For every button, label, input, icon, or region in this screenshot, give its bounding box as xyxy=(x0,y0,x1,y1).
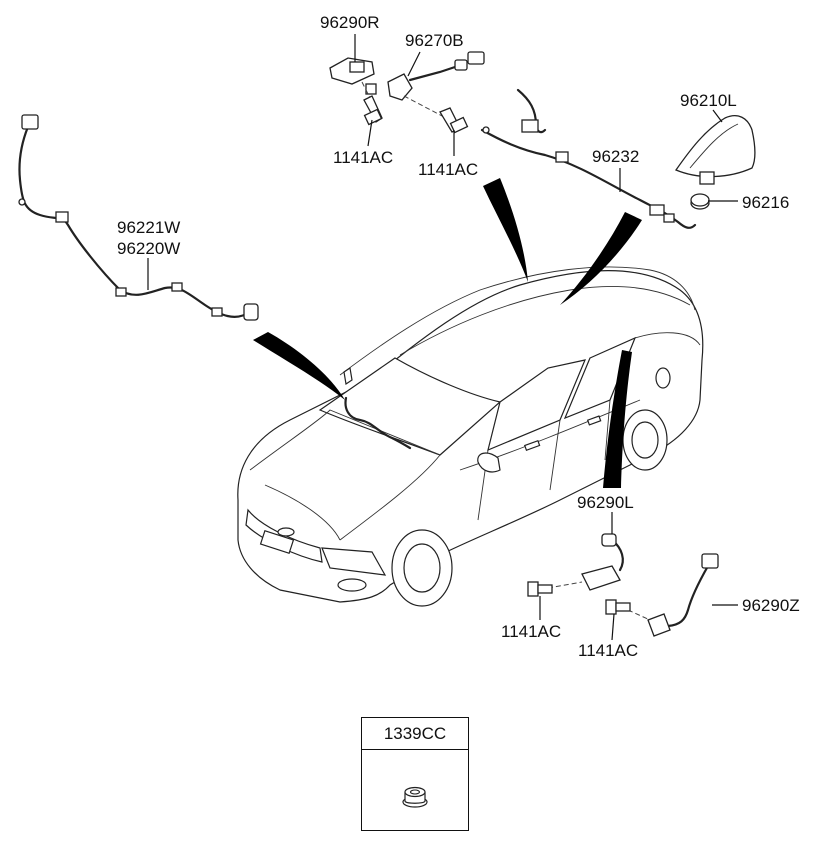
bolt-icon xyxy=(363,95,383,126)
label-96221W: 96221W xyxy=(117,218,180,237)
bolt-icon xyxy=(527,581,553,597)
car-icon xyxy=(237,266,704,607)
cowl-harness xyxy=(344,396,412,450)
pointer-shark-antenna xyxy=(560,212,642,305)
roof-antenna-feeder xyxy=(480,88,697,229)
label-96232: 96232 xyxy=(592,147,639,166)
pointer-roof-feeder xyxy=(483,178,528,282)
bolt-icon xyxy=(439,107,469,134)
camera-bracket-right xyxy=(329,57,377,99)
legend-box: 1339CC xyxy=(361,717,469,831)
label-96290Z: 96290Z xyxy=(742,596,800,615)
camera-harness xyxy=(627,553,719,637)
wiring-harness-icon xyxy=(18,114,259,321)
rear-camera-module xyxy=(547,533,624,591)
shark-fin-antenna-icon xyxy=(675,115,756,185)
label-96220W: 96220W xyxy=(117,239,180,258)
label-1141AC-a: 1141AC xyxy=(333,148,393,167)
label-96270B: 96270B xyxy=(405,31,464,50)
pointer-rear-module xyxy=(603,350,632,488)
label-1141AC-d: 1141AC xyxy=(578,641,638,660)
camera-module xyxy=(387,51,485,119)
label-96210L: 96210L xyxy=(680,91,737,110)
label-1141AC-b: 1141AC xyxy=(418,160,478,179)
label-96290R: 96290R xyxy=(320,13,380,32)
label-96290L: 96290L xyxy=(577,493,634,512)
nut-icon xyxy=(402,786,428,808)
legend-part-number: 1339CC xyxy=(362,718,468,750)
gasket-icon xyxy=(690,193,710,210)
label-1141AC-c: 1141AC xyxy=(501,622,561,641)
label-96216: 96216 xyxy=(742,193,789,212)
pointer-front-harness xyxy=(253,332,345,400)
bolt-icon xyxy=(605,599,631,615)
